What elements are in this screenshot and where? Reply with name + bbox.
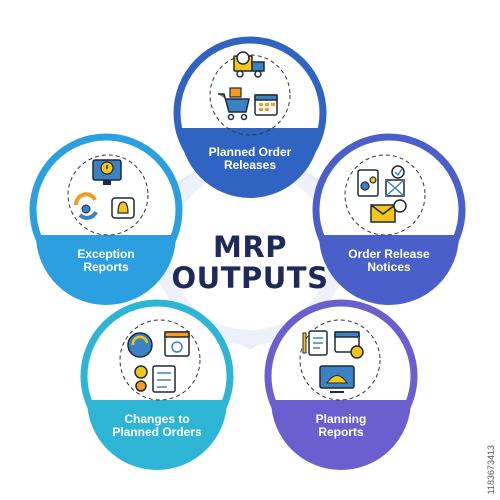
label-line: Planned Orders	[112, 425, 202, 439]
alert-monitor-bell-icon	[74, 159, 135, 220]
node-order-release-notices	[312, 133, 466, 305]
node-changes-to-planned-orders	[80, 299, 234, 470]
diagram-title: MRP OUTPUTS	[150, 232, 350, 294]
label-line: Reports	[83, 260, 129, 274]
node-label-exception-reports: Exception Reports	[41, 248, 171, 274]
node-label-order-release-notices: Order Release Notices	[324, 248, 454, 274]
node-label-changes-to-planned-orders: Changes to Planned Orders	[92, 413, 222, 439]
sync-gears-checklist-icon	[127, 331, 190, 393]
diagram-title-line1: MRP	[213, 230, 287, 264]
label-line: Exception	[77, 247, 135, 261]
node-planned-order-releases	[173, 36, 327, 198]
clipboard-calendar-monitor-icon	[302, 330, 364, 393]
documents-envelope-icon	[357, 165, 407, 223]
truck-cart-calendar-icon	[218, 51, 278, 121]
label-line: Planning	[315, 412, 367, 426]
node-label-planned-order-releases: Planned Order Releases	[185, 146, 315, 172]
node-exception-reports	[29, 133, 183, 305]
label-line: Planned Order	[208, 145, 292, 159]
node-planning-reports	[264, 299, 418, 470]
node-label-planning-reports: Planning Reports	[276, 413, 406, 439]
label-line: Releases	[223, 158, 277, 172]
connector-shapes	[149, 145, 351, 350]
label-line: Order Release	[348, 247, 430, 261]
watermark-id: 1183673413	[486, 444, 496, 494]
diagram-title-line2: OUTPUTS	[171, 261, 329, 295]
label-line: Notices	[367, 260, 411, 274]
label-line: Changes to	[124, 412, 190, 426]
label-line: Reports	[318, 425, 364, 439]
